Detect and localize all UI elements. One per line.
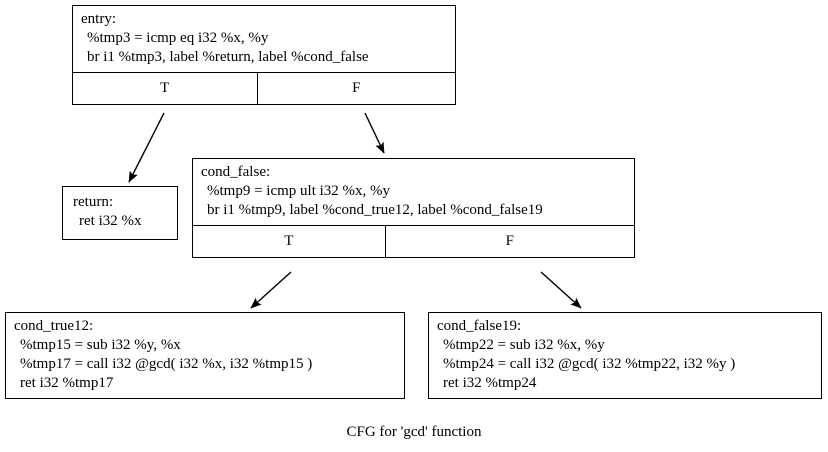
node-cond-true12-line-3: ret i32 %tmp17 (20, 375, 114, 391)
node-cond-false-label: cond_false: (201, 164, 271, 180)
edge-cond-false-false-to-cond-false19 (540, 271, 582, 309)
node-cond-true12-label: cond_true12: (14, 318, 94, 334)
node-entry-port-true[interactable]: T (160, 80, 170, 96)
node-cond-false19-line-2: %tmp24 = call i32 @gcd( i32 %tmp22, i32 … (443, 356, 736, 372)
node-cond-true12[interactable]: cond_true12: %tmp15 = sub i32 %y, %x %tm… (5, 312, 405, 399)
node-entry-label: entry: (81, 11, 116, 27)
node-return-label: return: (73, 194, 113, 210)
node-cond-false19-line-3: ret i32 %tmp24 (443, 375, 537, 391)
node-entry-ports: T F (73, 72, 455, 104)
node-entry-line-1: %tmp3 = icmp eq i32 %x, %y (87, 30, 269, 46)
node-cond-false19-body: cond_false19: %tmp22 = sub i32 %x, %y %t… (429, 313, 821, 398)
node-entry-port-false[interactable]: F (256, 73, 455, 104)
node-cond-false19-label: cond_false19: (437, 318, 522, 334)
node-return-line-1: ret i32 %x (79, 213, 142, 229)
node-entry-line-2: br i1 %tmp3, label %return, label %cond_… (87, 49, 369, 65)
node-cond-false-ports: T F (193, 225, 634, 257)
node-entry-body: entry: %tmp3 = icmp eq i32 %x, %y br i1 … (73, 6, 455, 72)
node-entry[interactable]: entry: %tmp3 = icmp eq i32 %x, %y br i1 … (72, 5, 456, 105)
node-cond-false[interactable]: cond_false: %tmp9 = icmp ult i32 %x, %y … (192, 158, 635, 258)
edge-cond-false-true-to-cond-true12 (250, 271, 292, 309)
node-cond-false-port-false[interactable]: F (384, 226, 634, 257)
diagram-caption: CFG for 'gcd' function (346, 424, 482, 440)
node-cond-false-line-2: br i1 %tmp9, label %cond_true12, label %… (207, 202, 543, 218)
node-cond-true12-body: cond_true12: %tmp15 = sub i32 %y, %x %tm… (6, 313, 404, 398)
node-cond-false19-line-1: %tmp22 = sub i32 %x, %y (443, 337, 605, 353)
node-cond-false-body: cond_false: %tmp9 = icmp ult i32 %x, %y … (193, 159, 634, 225)
edge-entry-true-to-return (128, 112, 165, 183)
edge-entry-false-to-cond-false (364, 112, 385, 154)
node-cond-true12-line-1: %tmp15 = sub i32 %y, %x (20, 337, 181, 353)
node-return[interactable]: return: ret i32 %x (62, 186, 178, 240)
node-cond-false19[interactable]: cond_false19: %tmp22 = sub i32 %x, %y %t… (428, 312, 822, 399)
node-cond-true12-line-2: %tmp17 = call i32 @gcd( i32 %x, i32 %tmp… (20, 356, 313, 372)
node-cond-false-line-1: %tmp9 = icmp ult i32 %x, %y (207, 183, 391, 199)
node-cond-false-port-true[interactable]: T (284, 233, 294, 249)
node-return-body: return: ret i32 %x (63, 187, 177, 239)
